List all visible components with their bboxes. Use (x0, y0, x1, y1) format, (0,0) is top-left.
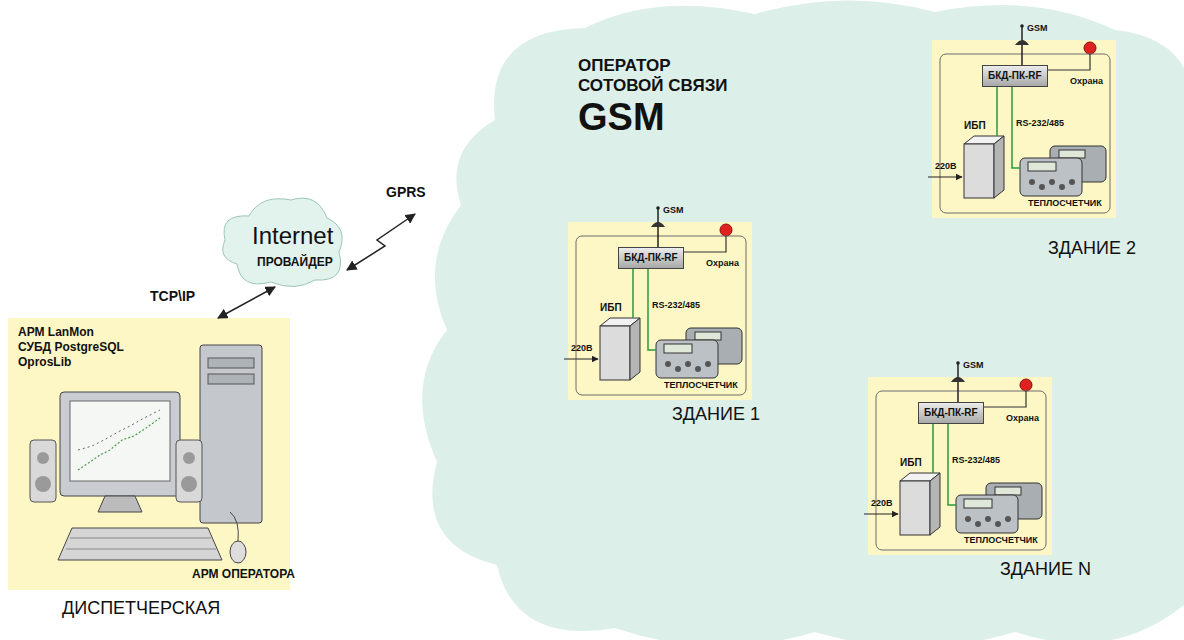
system-unit (200, 345, 262, 523)
network-name: GSM (578, 96, 665, 140)
controller-box: БКД-ПК-RF (918, 402, 984, 424)
sensor-shape (720, 224, 732, 236)
building-caption: ЗДАНИЕ N (1000, 559, 1091, 580)
antenna-label: GSM (1027, 23, 1048, 33)
room-caption: ДИСПЕТЧЕРСКАЯ (62, 598, 220, 619)
speaker-cone (181, 476, 197, 492)
screen-graph (78, 418, 160, 470)
sensor-dot (1020, 379, 1032, 391)
internet-cloud: InternetПРОВАЙДЕР (215, 192, 347, 287)
controller-box: БКД-ПК-RF (618, 247, 684, 269)
ups-box: ИБП (600, 318, 640, 380)
connector (984, 391, 1026, 407)
speaker (176, 440, 202, 502)
gsm-operator-cloud: ОПЕРАТОР СОТОВОЙ СВЯЗИGSMЗДАНИЕ 1БКД-ПК-… (415, 0, 1184, 640)
screen-graph (78, 410, 160, 450)
key-row (66, 549, 216, 550)
alarm-sensor: Охрана (1084, 42, 1096, 54)
device-name: БКД-ПК-RF (988, 70, 1042, 82)
software-name: АРМ LanMon (18, 326, 94, 340)
connector-label: GPRS (386, 184, 426, 200)
heat-meter: ТЕПЛОСЧЕТЧИК (1020, 146, 1106, 196)
heat-meter: ТЕПЛОСЧЕТЧИК (956, 483, 1042, 533)
keyboard (58, 528, 222, 560)
software-name: СУБД PostgreSQL (18, 341, 124, 355)
connector-label: RS-232/485 (652, 300, 700, 310)
voltage-label: 220В (871, 498, 893, 508)
cloud-outline (223, 198, 342, 286)
connector (996, 87, 998, 136)
device-name: БКД-ПК-RF (624, 252, 678, 264)
cloud-outline (422, 0, 1184, 640)
speaker-cone (35, 476, 51, 492)
sensor-shape (1020, 379, 1032, 391)
device-name: ТЕПЛОСЧЕТЧИК (964, 535, 1038, 545)
device-name: ТЕПЛОСЧЕТЧИК (664, 380, 738, 390)
sensor-dot (1084, 42, 1096, 54)
ups-box: ИБП (964, 136, 1004, 198)
drive-bay (208, 358, 254, 368)
connector (632, 269, 634, 318)
workstation-label: АРМ ОПЕРАТОРА (192, 568, 295, 582)
building-panel: ЗДАНИЕ 2БКД-ПК-RFОхранаИБПТЕПЛОСЧЕТЧИК (932, 40, 1116, 218)
connector (684, 236, 726, 252)
connector-label: RS-232/485 (1016, 118, 1064, 128)
cloud-subtitle: ПРОВАЙДЕР (257, 256, 333, 270)
heat-meter: ТЕПЛОСЧЕТЧИК (656, 328, 742, 378)
connector (1048, 54, 1090, 70)
key-row (70, 538, 211, 539)
building-panel: ЗДАНИЕ NБКД-ПК-RFОхранаИБПТЕПЛОСЧЕТЧИК (868, 377, 1052, 555)
drive-bay (208, 374, 254, 384)
sensor-dot (720, 224, 732, 236)
connector (932, 424, 934, 473)
building-caption: ЗДАНИЕ 1 (672, 404, 760, 425)
sensor-label: Охрана (706, 258, 739, 268)
building-equipment-group (564, 24, 1110, 550)
device-name: ИБП (600, 302, 622, 314)
voltage-label: 220В (935, 161, 957, 171)
cloud-title: ОПЕРАТОР СОТОВОЙ СВЯЗИ (578, 56, 748, 95)
mouse (230, 541, 246, 563)
antenna-label: GSM (663, 205, 684, 215)
sensor-label: Охрана (1006, 413, 1039, 423)
building-equipment (864, 361, 1046, 550)
device-name: ИБП (900, 457, 922, 469)
monitor (60, 392, 180, 496)
monitor-screen (70, 401, 170, 481)
antenna-label: GSM (963, 360, 984, 370)
building-panel: ЗДАНИЕ 1БКД-ПК-RFОхранаИБПТЕПЛОСЧЕТЧИК (568, 222, 752, 400)
connector-label: RS-232/485 (952, 455, 1000, 465)
device-name: ИБП (964, 120, 986, 132)
speaker (30, 440, 56, 502)
speaker-cone (37, 452, 49, 464)
controller-box: БКД-ПК-RF (982, 65, 1048, 87)
cloud-title: Internet (252, 222, 333, 250)
sensor-shape (1084, 42, 1096, 54)
connector (218, 287, 275, 318)
software-name: OprosLib (18, 356, 71, 370)
mouse-cable (230, 512, 238, 541)
connector-label: TCP\IP (150, 288, 195, 304)
ups-box: ИБП (900, 473, 940, 535)
dispatcher-panel: АРМ LanMonСУБД PostgreSQLOprosLibАРМ ОПЕ… (8, 318, 290, 590)
building-caption: ЗДАНИЕ 2 (1048, 238, 1136, 259)
alarm-sensor: Охрана (1020, 379, 1032, 391)
alarm-sensor: Охрана (720, 224, 732, 236)
sensor-label: Охрана (1070, 76, 1103, 86)
operator-workstation (30, 345, 262, 563)
device-name: БКД-ПК-RF (924, 407, 978, 419)
device-name: ТЕПЛОСЧЕТЧИК (1028, 198, 1102, 208)
voltage-label: 220В (571, 343, 593, 353)
connector (347, 214, 415, 270)
building-equipment (928, 24, 1110, 213)
building-equipment (564, 206, 746, 395)
speaker-cone (183, 452, 195, 464)
monitor-stand (98, 496, 142, 512)
